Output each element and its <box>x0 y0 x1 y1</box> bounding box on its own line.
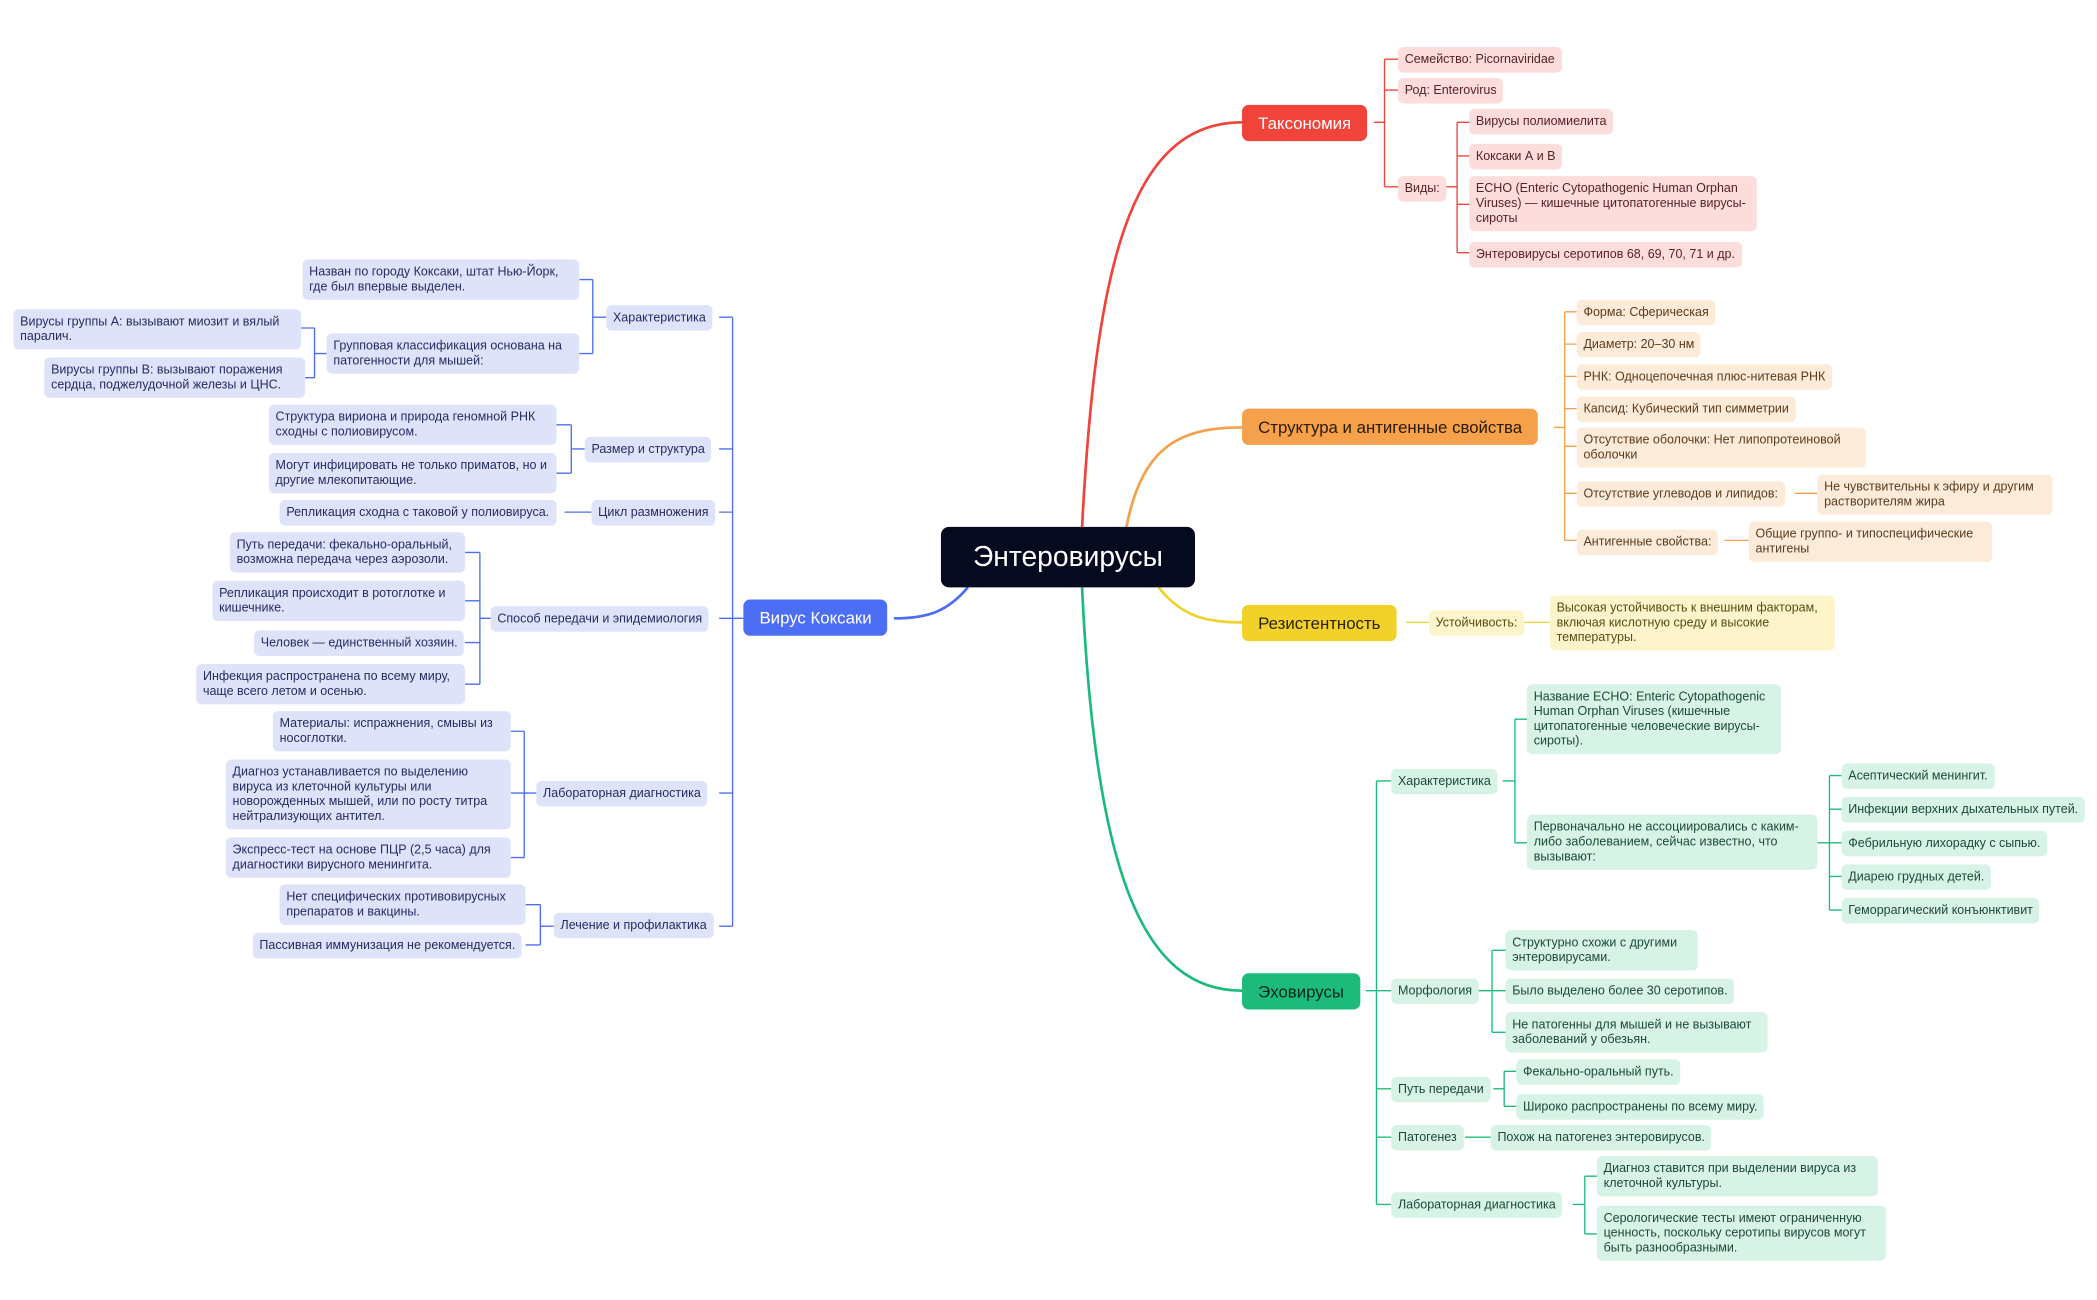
connector-line <box>1080 120 1243 527</box>
morph-item[interactable]: Не патогенны для мышей и не вызывают заб… <box>1505 1012 1768 1053</box>
resistance-label[interactable]: Устойчивость: <box>1428 610 1525 636</box>
connector-line <box>1478 949 1506 1034</box>
echo-lab[interactable]: Лабораторная диагностика <box>1391 1192 1563 1218</box>
species-item[interactable]: Энтеровирусы серотипов 68, 69, 70, 71 и … <box>1469 241 1742 268</box>
echo-node[interactable]: Эховирусы <box>1242 973 1361 1010</box>
structure-item[interactable]: РНК: Одноцепочечная плюс-нитевая РНК <box>1576 364 1833 390</box>
antigen-label[interactable]: Антигенные свойства: <box>1576 529 1719 556</box>
connector-line <box>1157 586 1243 624</box>
resistance-value[interactable]: Высокая устойчивость к внешним факторам,… <box>1549 595 1835 651</box>
connector-line <box>893 586 969 620</box>
pathogenesis-value[interactable]: Похож на патогенез энтеровирусов. <box>1490 1125 1712 1151</box>
structure-item[interactable]: Капсид: Кубический тип симметрии <box>1576 396 1796 423</box>
antigen-value[interactable]: Общие группо- и типоспецифические антиге… <box>1748 521 1993 562</box>
echo-name[interactable]: Название ECHO: Enteric Cytopathogenic Hu… <box>1527 684 1782 755</box>
taxonomy-genus[interactable]: Род: Enterovirus <box>1397 77 1504 104</box>
connector-line <box>465 551 491 685</box>
group-b[interactable]: Вирусы группы В: вызывают поражения серд… <box>44 357 306 398</box>
cox-lab-item[interactable]: Экспресс-тест на основе ПЦР (2,5 часа) д… <box>225 837 511 878</box>
root-node[interactable]: Энтеровирусы <box>940 526 1195 588</box>
taxonomy-species-label[interactable]: Виды: <box>1397 176 1447 202</box>
route-item[interactable]: Широко распространены по всему миру. <box>1516 1094 1765 1120</box>
connector-line <box>1493 1070 1517 1107</box>
coxsackie-node[interactable]: Вирус Коксаки <box>743 599 888 636</box>
treat-item[interactable]: Пассивная иммунизация не рекомендуется. <box>252 932 523 959</box>
connector-line <box>1553 311 1577 542</box>
echo-lab-item[interactable]: Диагноз ставится при выделении вируса из… <box>1596 1156 1878 1197</box>
cox-epidemiology[interactable]: Способ передачи и эпидемиология <box>490 606 709 632</box>
morph-item[interactable]: Было выделено более 30 серотипов. <box>1505 978 1735 1005</box>
cox-cycle[interactable]: Цикл размножения <box>591 500 716 526</box>
echo-morphology[interactable]: Морфология <box>1391 978 1479 1005</box>
species-item[interactable]: ECHO (Enteric Cytopathogenic Human Orpha… <box>1469 176 1757 232</box>
connector-line <box>301 327 327 379</box>
echo-pathogenesis[interactable]: Патогенез <box>1391 1125 1464 1151</box>
cycle-value[interactable]: Репликация сходна с таковой у полиовирус… <box>279 500 556 526</box>
group-a[interactable]: Вирусы группы А: вызывают миозит и вялый… <box>13 309 302 350</box>
epi-item[interactable]: Путь передачи: фекально-оральный, возмож… <box>229 532 466 573</box>
epi-item[interactable]: Репликация происходит в ротоглотке и киш… <box>212 580 466 622</box>
lipids-value[interactable]: Не чувствительны к эфиру и другим раство… <box>1817 474 2053 515</box>
echo-lab-item[interactable]: Серологические тесты имеют ограниченную … <box>1596 1205 1886 1261</box>
connector-line <box>1445 121 1470 254</box>
structure-item[interactable]: Отсутствие оболочки: Нет липопротеиновой… <box>1576 427 1866 468</box>
species-item[interactable]: Коксаки А и В <box>1469 143 1563 170</box>
size-item[interactable]: Структура вириона и природа геномной РНК… <box>268 404 557 445</box>
cox-size[interactable]: Размер и структура <box>584 436 712 463</box>
connector-line <box>1080 587 1243 993</box>
epi-item[interactable]: Человек — единственный хозяин. <box>254 630 465 656</box>
size-item[interactable]: Могут инфицировать не только приматов, н… <box>268 452 557 494</box>
cox-named[interactable]: Назван по городу Коксаки, штат Нью-Йорк,… <box>302 259 580 300</box>
disease-item[interactable]: Фебрильную лихорадку с сыпью. <box>1841 830 2048 857</box>
connector-line <box>525 903 554 946</box>
connector-line <box>1125 426 1243 528</box>
structure-item[interactable]: Диаметр: 20–30 нм <box>1576 332 1702 358</box>
disease-item[interactable]: Асептический менингит. <box>1841 763 1995 790</box>
cox-lab[interactable]: Лабораторная диагностика <box>536 780 708 807</box>
connector-line <box>1724 492 1818 542</box>
epi-item[interactable]: Инфекция распространена по всему миру, ч… <box>196 664 466 705</box>
disease-item[interactable]: Геморрагический конъюнктивит <box>1841 897 2040 924</box>
disease-item[interactable]: Инфекции верхних дыхательных путей. <box>1841 797 2085 823</box>
cox-group[interactable]: Групповая классификация основана на пато… <box>326 333 580 374</box>
connector-line <box>1373 58 1398 188</box>
taxonomy-family[interactable]: Семейство: Picornaviridae <box>1397 47 1562 73</box>
echo-route[interactable]: Путь передачи <box>1391 1076 1491 1103</box>
connector-line <box>510 730 537 859</box>
connector-line <box>1817 774 1842 911</box>
taxonomy-node[interactable]: Таксономия <box>1242 104 1368 142</box>
connector-line <box>719 316 744 927</box>
connector-line <box>1502 718 1528 844</box>
structure-item[interactable]: Форма: Сферическая <box>1576 299 1716 326</box>
lipids-label[interactable]: Отсутствие углеводов и липидов: <box>1576 481 1785 507</box>
species-item[interactable]: Вирусы полиомиелита <box>1469 108 1614 135</box>
resistance-node[interactable]: Резистентность <box>1242 604 1397 642</box>
echo-characteristic[interactable]: Характеристика <box>1391 768 1498 795</box>
cox-lab-item[interactable]: Материалы: испражнения, смывы из носогло… <box>272 711 511 752</box>
cox-treatment[interactable]: Лечение и профилактика <box>553 912 714 939</box>
connector-line <box>1572 1175 1597 1235</box>
treat-item[interactable]: Нет специфических противовирусных препар… <box>279 884 526 925</box>
connector-line <box>556 424 585 474</box>
echo-diseases-intro[interactable]: Первоначально не ассоциировались с каким… <box>1527 814 1818 870</box>
disease-item[interactable]: Диарею грудных детей. <box>1841 864 1992 890</box>
route-item[interactable]: Фекально-оральный путь. <box>1516 1059 1681 1085</box>
cox-characteristic[interactable]: Характеристика <box>606 305 713 331</box>
structure-node[interactable]: Структура и антигенные свойства <box>1242 408 1539 445</box>
connector-line <box>579 278 607 355</box>
connector-line <box>1365 780 1392 1206</box>
cox-lab-item[interactable]: Диагноз устанавливается по выделению вир… <box>225 759 511 830</box>
morph-item[interactable]: Структурно схожи с другими энтеровирусам… <box>1505 930 1698 971</box>
